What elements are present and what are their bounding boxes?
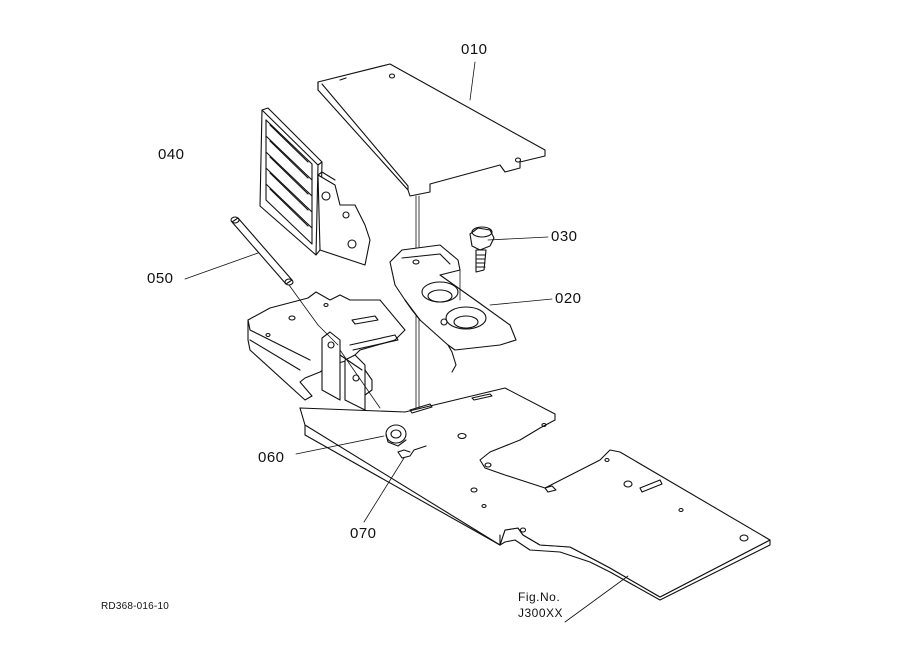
- figure-number: J300XX: [518, 606, 564, 620]
- lock-bracket-020: [389, 244, 517, 373]
- callout-060: 060: [258, 449, 285, 466]
- base-plate: [299, 387, 771, 601]
- cover-plate-010: [317, 63, 546, 409]
- figure-number-block: Fig.No. J300XX: [518, 589, 563, 621]
- callout-050: 050: [147, 270, 174, 287]
- leader-lines: [184, 61, 629, 623]
- figure-prefix: Fig.No.: [518, 590, 561, 604]
- callout-020: 020: [555, 290, 582, 307]
- bolt-030: [469, 226, 495, 273]
- callout-070: 070: [350, 525, 377, 542]
- drawing-code: RD368-016-10: [101, 601, 169, 612]
- clip-070: [397, 445, 427, 459]
- grille-panel-040: [259, 107, 371, 266]
- callout-010: 010: [461, 41, 488, 58]
- callout-040: 040: [158, 146, 185, 163]
- pin-050: [230, 216, 381, 409]
- washer-060: [385, 424, 407, 447]
- hinge-bracket: [247, 291, 406, 411]
- callout-030: 030: [551, 228, 578, 245]
